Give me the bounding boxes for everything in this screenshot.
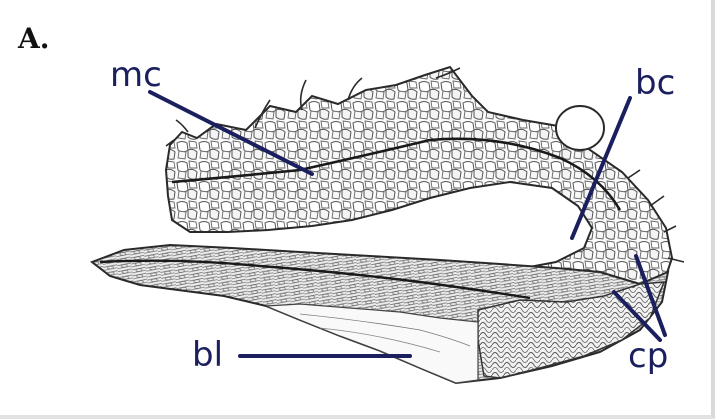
label-bl: bl [192,338,223,372]
label-cp: cp [628,339,668,373]
label-bc: bc [635,66,675,100]
vesicle [556,106,604,150]
label-mc: mc [110,58,162,92]
panel-label: A. [18,22,49,55]
